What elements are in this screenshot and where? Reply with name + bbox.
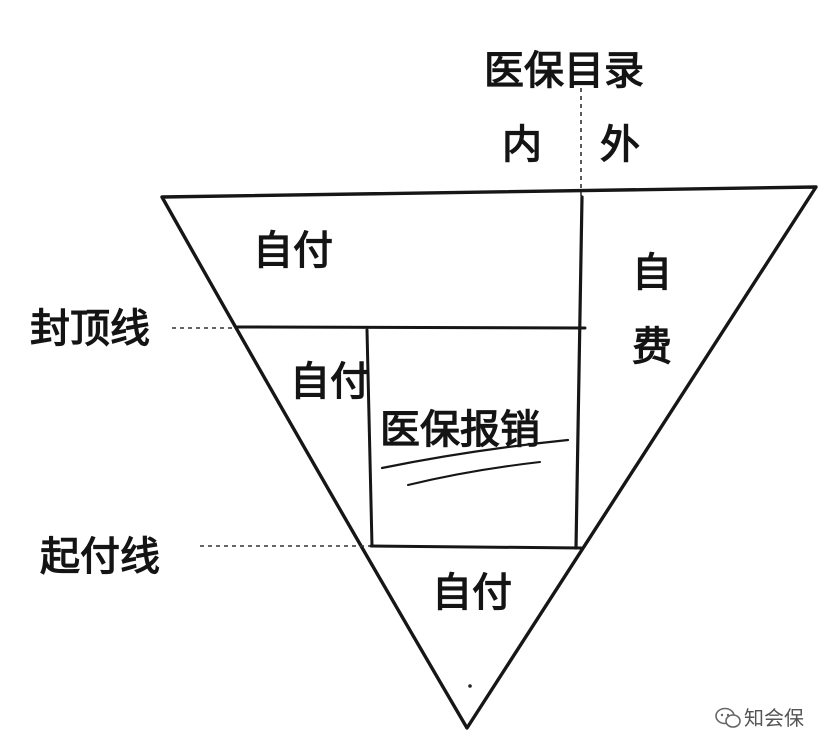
label-zifei-char1: 自 (632, 249, 672, 296)
reimbursement-box-left (365, 328, 374, 548)
label-zifei-char2: 费 (632, 323, 672, 370)
catalog-boundary-line (574, 195, 584, 550)
label-zifu-middle: 自付 (290, 358, 370, 405)
label-zifu-top: 自付 (253, 227, 333, 274)
label-qifuxian: 起付线 (40, 533, 160, 580)
watermark: 知会保 (715, 706, 804, 730)
label-wai: 外 (600, 121, 640, 168)
wechat-icon (715, 707, 741, 728)
label-yibao-baoxiao: 医保报销 (380, 406, 540, 453)
label-yibao-mulu: 医保目录 (484, 47, 644, 94)
coverage-triangle (160, 185, 818, 730)
reimbursement-underline-1 (380, 438, 570, 470)
label-fengdingxian: 封顶线 (30, 305, 150, 352)
watermark-text: 知会保 (744, 706, 804, 730)
ink-dot (468, 684, 472, 688)
reimbursement-underline-2 (407, 461, 541, 486)
deductible-line (369, 544, 583, 550)
label-zifu-bottom: 自付 (432, 569, 512, 616)
label-nei: 内 (502, 121, 542, 168)
cap-line (234, 325, 587, 330)
